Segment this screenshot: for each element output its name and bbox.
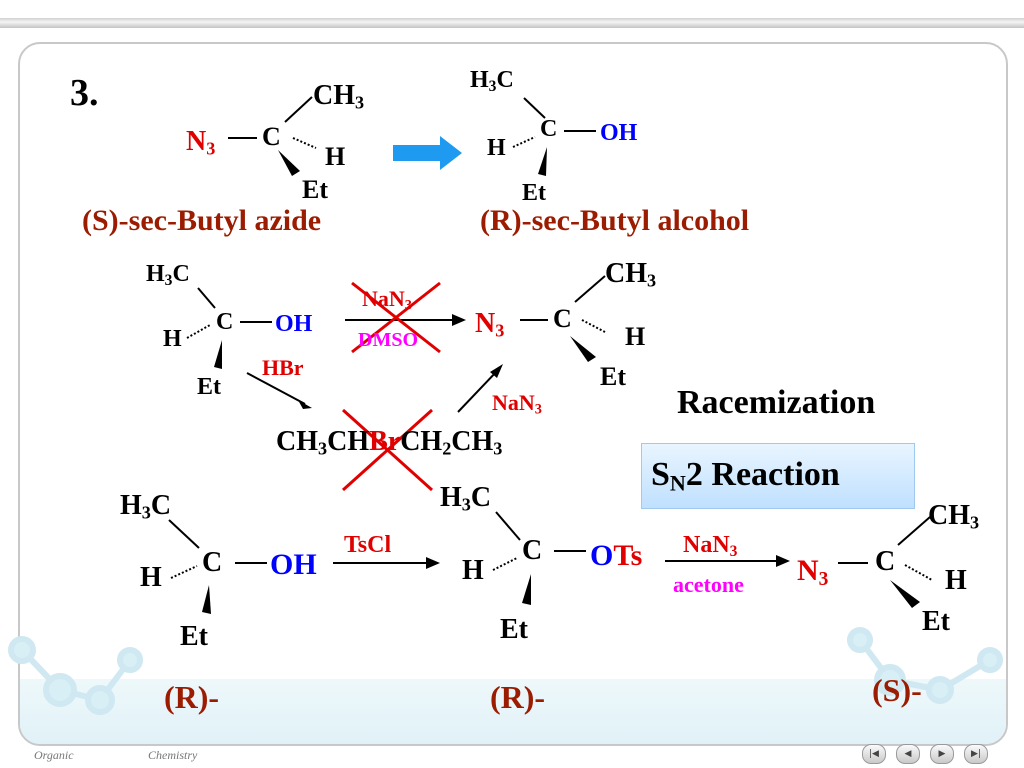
reagent-dmso-crossed: DMSO bbox=[358, 329, 418, 351]
hydrogen-label: H bbox=[140, 562, 162, 593]
azide-group-label: N3 bbox=[797, 554, 829, 590]
azide-group-label: N3 bbox=[186, 126, 216, 159]
hydrogen-label: H bbox=[945, 565, 967, 596]
ethyl-label: Et bbox=[180, 621, 208, 652]
sn2-reaction-box bbox=[641, 443, 915, 509]
config-s-label: (S)- bbox=[872, 672, 922, 708]
next-slide-button[interactable]: ▶ bbox=[930, 744, 954, 764]
hydrogen-label: H bbox=[462, 555, 484, 586]
methyl-label: CH3 bbox=[605, 258, 657, 291]
next-icon: ▶ bbox=[938, 749, 946, 759]
methyl-label: CH3 bbox=[928, 500, 980, 533]
reagent-nan3: NaN3 bbox=[492, 390, 542, 418]
carbon-label: C bbox=[553, 304, 572, 333]
carbon-label: C bbox=[216, 309, 234, 335]
methyl-label: H3C bbox=[470, 67, 514, 95]
slide-number: 3. bbox=[70, 72, 99, 114]
ethyl-label: Et bbox=[500, 614, 528, 645]
first-icon: |◀ bbox=[869, 749, 879, 759]
carbon-label: C bbox=[522, 535, 543, 566]
hydrogen-label: H bbox=[163, 326, 182, 352]
racemization-label: Racemization bbox=[677, 384, 876, 421]
methyl-label: H3C bbox=[120, 490, 172, 523]
prev-slide-button[interactable]: ◀ bbox=[896, 744, 920, 764]
hydroxyl-label: OH bbox=[270, 548, 317, 581]
hydroxyl-label: OH bbox=[275, 311, 313, 337]
decorative-band bbox=[20, 679, 1006, 744]
carbon-label: C bbox=[262, 122, 281, 151]
azide-name-label: (S)-sec-Butyl azide bbox=[82, 204, 322, 237]
hydrogen-label: H bbox=[325, 142, 346, 171]
prev-icon: ◀ bbox=[904, 749, 912, 759]
reagent-nan3-crossed: NaN3 bbox=[362, 286, 412, 314]
carbon-label: C bbox=[875, 546, 896, 577]
ethyl-label: Et bbox=[600, 362, 626, 391]
first-slide-button[interactable]: |◀ bbox=[862, 744, 886, 764]
reagent-nan3: NaN3 bbox=[683, 532, 738, 560]
tosylate-label: OTs bbox=[590, 539, 643, 572]
methyl-label: CH3 bbox=[313, 80, 365, 113]
azide-group-label: N3 bbox=[475, 308, 505, 341]
bromide-intermediate: CH3CHBrCH2CH3 bbox=[276, 426, 503, 459]
ethyl-label: Et bbox=[922, 606, 950, 637]
sn2-reaction-label: SN2 Reaction bbox=[651, 456, 840, 496]
footer-organic: Organic bbox=[34, 748, 74, 762]
alcohol-name-label: (R)-sec-Butyl alcohol bbox=[480, 204, 750, 237]
last-icon: ▶| bbox=[971, 749, 981, 759]
config-r-label-2: (R)- bbox=[490, 679, 546, 715]
ethyl-label: Et bbox=[197, 374, 221, 400]
title-bar-line bbox=[0, 18, 1024, 28]
hydrogen-label: H bbox=[487, 135, 506, 161]
config-r-label-1: (R)- bbox=[164, 679, 220, 715]
reagent-acetone: acetone bbox=[673, 572, 744, 597]
slide-panel bbox=[18, 42, 1008, 746]
reagent-hbr: HBr bbox=[262, 355, 304, 380]
hydrogen-label: H bbox=[625, 322, 646, 351]
carbon-label: C bbox=[540, 116, 558, 142]
ethyl-label: Et bbox=[302, 175, 328, 204]
reagent-tscl: TsCl bbox=[344, 532, 392, 558]
ethyl-label: Et bbox=[522, 180, 546, 206]
footer-chemistry: Chemistry bbox=[148, 748, 198, 762]
methyl-label: H3C bbox=[146, 261, 190, 289]
last-slide-button[interactable]: ▶| bbox=[964, 744, 988, 764]
methyl-label: H3C bbox=[440, 482, 492, 515]
hydroxyl-label: OH bbox=[600, 120, 638, 146]
carbon-label: C bbox=[202, 547, 223, 578]
